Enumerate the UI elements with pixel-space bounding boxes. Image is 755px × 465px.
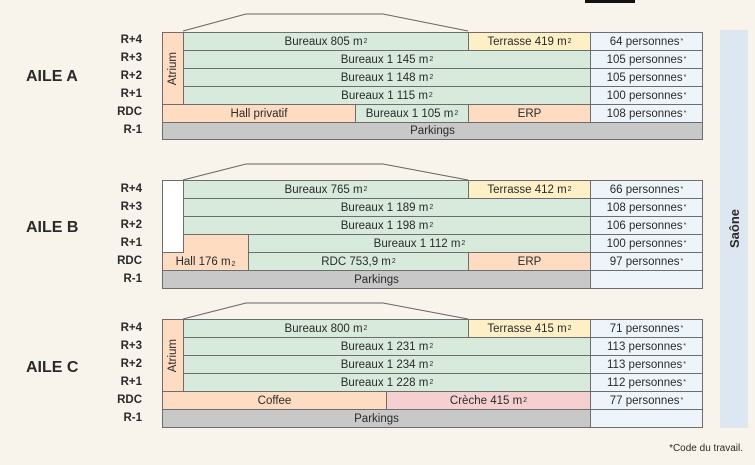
void: [162, 180, 184, 253]
persons-count: 112 personnes*: [590, 373, 703, 392]
atrium: Atrium: [162, 32, 184, 105]
persons-count: 100 personnes*: [590, 234, 703, 253]
persons-count: 106 personnes*: [590, 216, 703, 235]
level-label: RDC: [117, 394, 142, 406]
persons-count: 108 personnes*: [590, 104, 703, 123]
level-label: R+2: [120, 70, 142, 82]
level-label: R-1: [123, 412, 142, 424]
level-label: R-1: [123, 273, 142, 285]
level-label: R+3: [120, 340, 142, 352]
parking: Parkings: [162, 409, 591, 428]
top-bar: [585, 0, 635, 3]
river-saone: Saône: [720, 30, 748, 428]
persons-count: 66 personnes*: [590, 180, 703, 199]
level-label: R+4: [120, 322, 142, 334]
level-label: R-1: [123, 124, 142, 136]
persons-empty: [590, 409, 703, 428]
persons-count: 71 personnes*: [590, 319, 703, 338]
level-label: R+4: [120, 34, 142, 46]
parking: Parkings: [162, 122, 703, 140]
persons-count: 113 personnes*: [590, 337, 703, 356]
hall: Hall privatif: [162, 104, 356, 123]
persons-count: 105 personnes*: [590, 68, 703, 87]
level-label: R+2: [120, 219, 142, 231]
aile-c-title: AILE C: [26, 359, 79, 376]
persons-count: 64 personnes*: [590, 32, 703, 51]
persons-count: 113 personnes*: [590, 355, 703, 374]
persons-count: 105 personnes*: [590, 50, 703, 69]
persons-empty: [590, 270, 703, 289]
persons-count: 97 personnes*: [590, 252, 703, 271]
erp: ERP: [468, 104, 591, 123]
aile-a-title: AILE A: [26, 68, 78, 85]
persons-count: 108 personnes*: [590, 198, 703, 217]
atrium: Atrium: [162, 319, 184, 392]
erp: ERP: [468, 252, 591, 271]
persons-count: 100 personnes*: [590, 86, 703, 105]
level-label: R+2: [120, 358, 142, 370]
parking: Parkings: [162, 270, 591, 289]
level-label: R+4: [120, 183, 142, 195]
level-label: R+1: [120, 88, 142, 100]
persons-count: 77 personnes*: [590, 391, 703, 410]
level-label: R+1: [120, 376, 142, 388]
level-label: RDC: [117, 255, 142, 267]
level-label: R+3: [120, 201, 142, 213]
level-label: RDC: [117, 106, 142, 118]
level-label: R+3: [120, 52, 142, 64]
footnote: *Code du travail.: [669, 443, 743, 454]
level-label: R+1: [120, 237, 142, 249]
coffee: Coffee: [162, 391, 387, 410]
aile-b-title: AILE B: [26, 219, 79, 236]
